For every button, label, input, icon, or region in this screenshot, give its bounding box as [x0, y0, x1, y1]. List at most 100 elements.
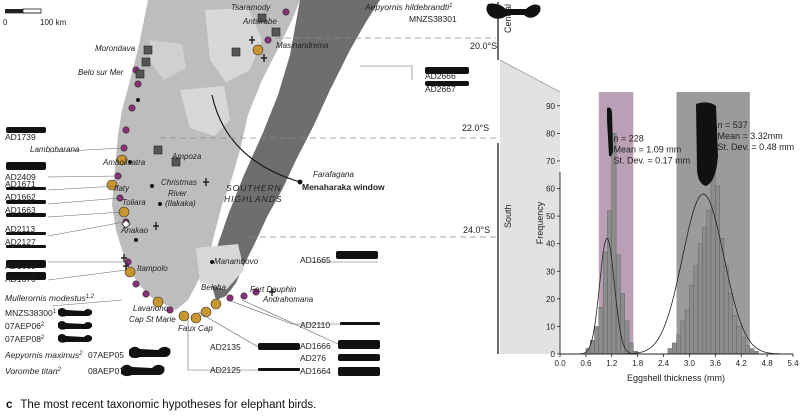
x-tick-label-5: 3.0 [684, 359, 696, 368]
bar-3.8 [723, 265, 729, 354]
site-square-6 [257, 13, 267, 23]
site-gold-16 [210, 298, 222, 310]
bar-0.8 [594, 326, 600, 354]
bar-3.6 [715, 185, 720, 354]
site-square-2 [135, 69, 145, 79]
site-gold-3 [106, 179, 118, 191]
southern-label: SOUTHERN [226, 183, 282, 193]
site-dot-0 [136, 98, 140, 102]
code-maximus: 07AEP05 [88, 350, 124, 360]
zoom-connector [500, 60, 560, 354]
place-belo: Belo sur Mer [78, 68, 124, 77]
site-dot-1 [150, 184, 154, 188]
ad-bm-0: AD2135 [210, 342, 241, 352]
site-square-4 [171, 157, 181, 167]
place-morondava: Morondava [95, 44, 136, 53]
ad-br-0: AD1666 [300, 341, 331, 351]
x-tick-label-0: 0.0 [554, 359, 566, 368]
lat-24: 24.0°S [463, 225, 490, 235]
site-square-5 [231, 47, 241, 57]
bar-1.1 [607, 210, 612, 354]
connector-line [499, 59, 561, 93]
place-fauxcap: Faux Cap [178, 324, 213, 333]
ad-br-2: AD1664 [300, 366, 331, 376]
y-tick-label-2: 20 [546, 295, 555, 304]
site-gold-14 [190, 312, 202, 324]
stat-n-1: n = 537 [717, 120, 747, 130]
bar-4.2 [741, 337, 746, 354]
stat-mean-0: Mean = 1.09 mm [614, 145, 682, 155]
scale-zero: 0 [3, 18, 8, 27]
normal-curves [560, 193, 793, 354]
place-menaharaka: Menaharaka window [302, 182, 385, 192]
place-beloha: Beloha [201, 283, 226, 292]
lat-22: 22.0°S [462, 123, 489, 133]
site-markers [106, 8, 290, 324]
place-toliara: Toliara [122, 198, 146, 207]
place-ilakaka: (Ilakaka) [165, 199, 196, 208]
site-cross-1 [123, 262, 129, 270]
place-capstmarie: Cap St Marie [129, 315, 176, 324]
site-cross-3 [203, 178, 209, 186]
normal-curve-0 [560, 238, 793, 354]
place-itampolo: Itampolo [137, 264, 168, 273]
site-square-7 [271, 27, 281, 37]
place-names: Tsaramody Antsirabe Masinandreina Morond… [30, 3, 385, 333]
site-gold-1 [116, 154, 128, 166]
site-dot-3 [134, 238, 138, 242]
y-tick-label-0: 0 [551, 350, 556, 359]
ad-left-6: AD2127 [5, 237, 36, 247]
ad-br-1: AD276 [300, 353, 326, 363]
eggshell-fragments [6, 67, 469, 376]
site-gold-11 [152, 296, 164, 308]
site-purple-12 [166, 306, 174, 314]
map [112, 0, 380, 310]
place-christmas: Christmas [161, 178, 197, 187]
scale-bar: 0 100 km [3, 8, 67, 27]
bar-0.9 [598, 306, 604, 354]
bar-2.5 [667, 348, 673, 354]
site-purple-18 [240, 292, 248, 300]
place-tsaramody: Tsaramody [231, 3, 271, 12]
y-axis-label: Frequency [535, 201, 545, 244]
stat-sd-1: St. Dev. = 0.48 mm [717, 142, 794, 152]
site-purple-17 [226, 294, 234, 302]
taxon-hildebrandti: Aepyornis hildebrandti1 [364, 2, 452, 12]
bone-hildebrandti [486, 3, 541, 19]
bar-4.3 [745, 345, 751, 354]
code-modestus-1: 07AEP062 [5, 321, 45, 331]
code-modestus-0: MNZS383001 [5, 308, 57, 318]
y-tick-label-6: 60 [546, 185, 555, 194]
site-cross-2 [153, 222, 159, 230]
x-axis-label: Eggshell thickness (mm) [627, 373, 725, 383]
y-tick-label-8: 80 [546, 129, 555, 138]
bar-2.6 [671, 342, 677, 354]
taxon-titan: Vorombe titan2 [5, 366, 62, 376]
ad-rt-0: AD2666 [425, 71, 456, 81]
x-tick-label-1: 0.6 [580, 359, 592, 368]
taxon-modestus: Mullerornis modestus1,2 [5, 293, 95, 303]
place-farafagana: Farafagana [313, 170, 354, 179]
site-cross-4 [269, 288, 275, 296]
site-purple-9 [132, 280, 140, 288]
bar-4.4 [749, 348, 755, 354]
ad-left-4: AD1663 [5, 205, 36, 215]
island-west [112, 0, 300, 310]
ad-left-8: AD1670 [5, 274, 36, 284]
site-dot-2 [128, 160, 132, 164]
ad-bm-1: AD2125 [210, 365, 241, 375]
site-dot-5 [210, 260, 214, 264]
place-masinandreina: Masinandreina [276, 41, 329, 50]
region-south: South [503, 204, 513, 228]
site-purple-10 [142, 290, 150, 298]
bar-2.9 [684, 309, 690, 354]
normal-curve-1 [560, 193, 793, 354]
place-andrahomana: Andrahomana [262, 295, 314, 304]
ad-left-2: AD1671 [5, 179, 36, 189]
bar-3.4 [706, 210, 712, 354]
site-purple-23 [122, 126, 130, 134]
bar-0.7 [590, 340, 595, 354]
